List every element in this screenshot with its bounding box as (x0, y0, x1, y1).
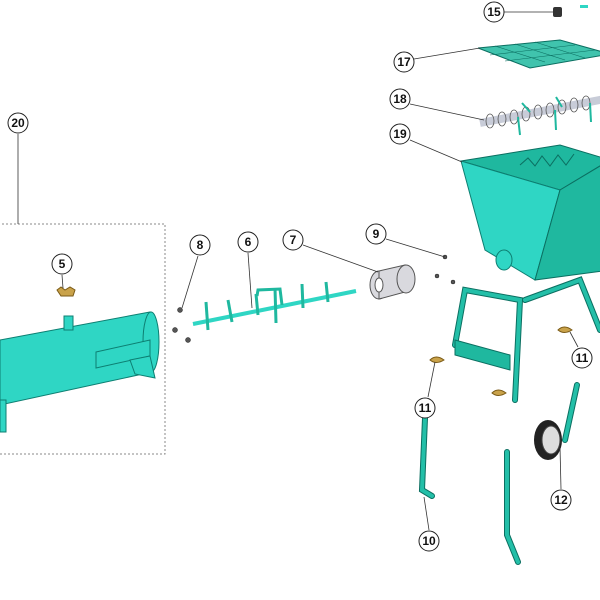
callout-20: 20 (7, 112, 29, 134)
svg-text:20: 20 (11, 116, 25, 130)
svg-text:9: 9 (373, 227, 380, 241)
callout-6: 6 (237, 231, 259, 253)
bolts-9 (434, 254, 456, 285)
callout-11a: 11 (414, 397, 436, 419)
callout-19: 19 (389, 123, 411, 145)
svg-text:19: 19 (393, 127, 407, 141)
lynch-pin-extra (491, 389, 507, 396)
paddle-shaft (192, 281, 357, 331)
svg-text:11: 11 (419, 401, 432, 415)
svg-text:15: 15 (487, 5, 501, 19)
callout-5: 5 (51, 253, 73, 275)
hopper-19 (460, 144, 600, 281)
nut-15 (553, 5, 588, 17)
callout-18: 18 (389, 88, 411, 110)
leader-lines (17, 11, 579, 531)
svg-text:11: 11 (576, 351, 589, 365)
callout-8: 8 (189, 234, 211, 256)
svg-text:17: 17 (397, 55, 411, 69)
leg-10 (418, 415, 521, 565)
grate-17 (477, 39, 600, 69)
callout-10: 10 (418, 530, 440, 552)
auger-18 (479, 95, 600, 136)
callout-15: 15 (483, 1, 505, 23)
assembly-20-boundary (0, 223, 166, 455)
svg-text:6: 6 (245, 235, 252, 249)
svg-text:10: 10 (422, 534, 436, 548)
brass-coupling (56, 286, 76, 297)
callout-12: 12 (550, 489, 572, 511)
callout-17: 17 (393, 51, 415, 73)
callout-11b: 11 (571, 347, 593, 369)
wheel-12 (534, 382, 580, 460)
svg-text:8: 8 (197, 238, 204, 252)
bearing-housing (369, 264, 416, 300)
mixing-tube (0, 311, 160, 433)
lynch-pin-11b (557, 326, 573, 333)
svg-text:7: 7 (290, 233, 297, 247)
callout-9: 9 (365, 223, 387, 245)
nuts-8 (172, 307, 191, 343)
svg-text:18: 18 (393, 92, 407, 106)
lynch-pin-11a (429, 356, 445, 363)
svg-text:5: 5 (59, 257, 66, 271)
callout-7: 7 (282, 229, 304, 251)
svg-text:12: 12 (554, 493, 568, 507)
frame (452, 276, 600, 403)
